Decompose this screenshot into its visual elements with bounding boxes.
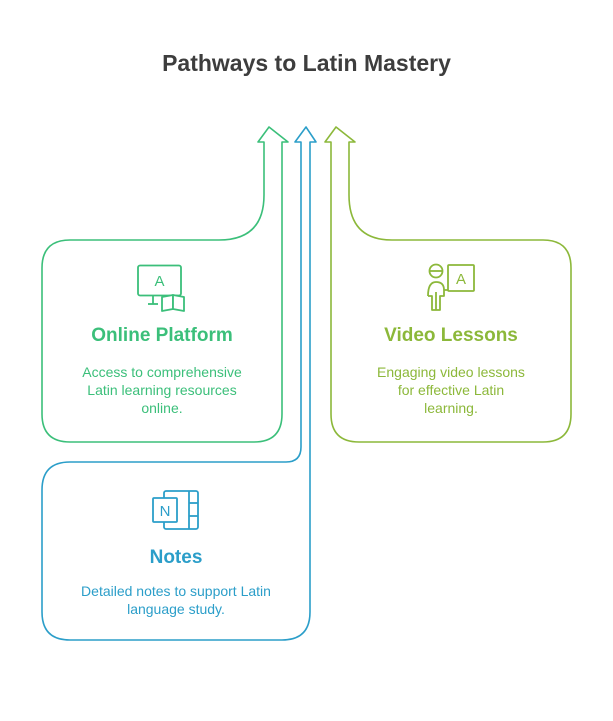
description-line: Detailed notes to support Latin <box>81 583 271 599</box>
icon-letter: A <box>456 271 466 288</box>
notes-heading: Notes <box>149 547 203 568</box>
icon-letter: A <box>154 273 164 290</box>
description-line: language study. <box>127 601 225 617</box>
video-lessons-heading: Video Lessons <box>384 325 518 346</box>
online-platform-description: Access to comprehensive Latin learning r… <box>42 363 282 417</box>
diagram-title: Pathways to Latin Mastery <box>162 50 451 76</box>
online-learning-icon: A <box>137 264 185 312</box>
description-line: for effective Latin <box>397 382 505 398</box>
description-line: learning. <box>424 400 478 416</box>
description-line: Engaging video lessons <box>377 364 525 380</box>
teacher-whiteboard-icon: A <box>427 263 475 311</box>
description-line: Latin learning resources <box>87 382 237 398</box>
video-lessons-description: Engaging video lessons for effective Lat… <box>331 363 571 417</box>
notes-app-icon: N <box>152 490 199 530</box>
description-line: Access to comprehensive <box>82 364 242 380</box>
online-platform-card-arrow <box>41 126 289 443</box>
notes-card-arrow <box>41 126 317 641</box>
icon-letter: N <box>160 503 171 520</box>
video-lessons-card-arrow <box>324 126 572 443</box>
notes-description: Detailed notes to support Latin language… <box>42 582 310 618</box>
online-platform-heading: Online Platform <box>91 325 233 346</box>
description-line: online. <box>141 400 183 416</box>
